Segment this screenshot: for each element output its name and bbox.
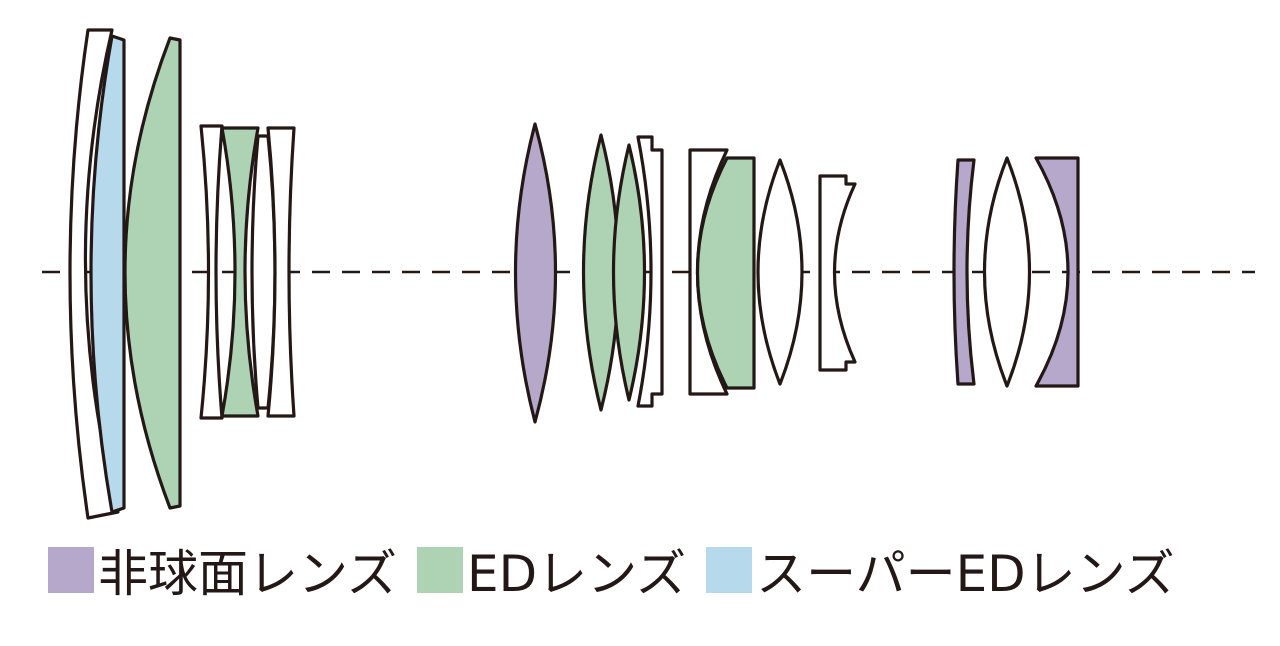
lens-element xyxy=(636,135,664,408)
lens-element xyxy=(695,156,756,390)
lens-element xyxy=(68,28,120,520)
lens-element xyxy=(952,158,976,386)
super-ed-swatch xyxy=(706,547,753,593)
lens-element xyxy=(611,143,647,402)
lens-element xyxy=(266,126,296,418)
legend-item-aspherical: 非球面レンズ xyxy=(48,534,397,606)
legend-label-ed: EDレンズ xyxy=(467,545,687,603)
lens-element xyxy=(123,36,182,510)
lens-element xyxy=(220,126,260,418)
ed-swatch xyxy=(417,547,463,593)
lens-element xyxy=(199,124,224,420)
lens-element xyxy=(756,158,804,386)
lens-element xyxy=(982,156,1032,388)
lens-element xyxy=(1034,156,1080,388)
lens-element xyxy=(818,174,857,372)
aspherical-swatch xyxy=(48,547,94,593)
legend-label-super-ed: スーパーEDレンズ xyxy=(756,545,1175,603)
legend: 非球面レンズ EDレンズ スーパーEDレンズ xyxy=(48,538,1195,603)
legend-item-super-ed: スーパーEDレンズ xyxy=(706,534,1175,606)
legend-item-ed: EDレンズ xyxy=(417,534,686,606)
legend-label-aspherical: 非球面レンズ xyxy=(98,545,397,603)
lens-element xyxy=(89,34,126,514)
lens-element xyxy=(513,122,558,424)
